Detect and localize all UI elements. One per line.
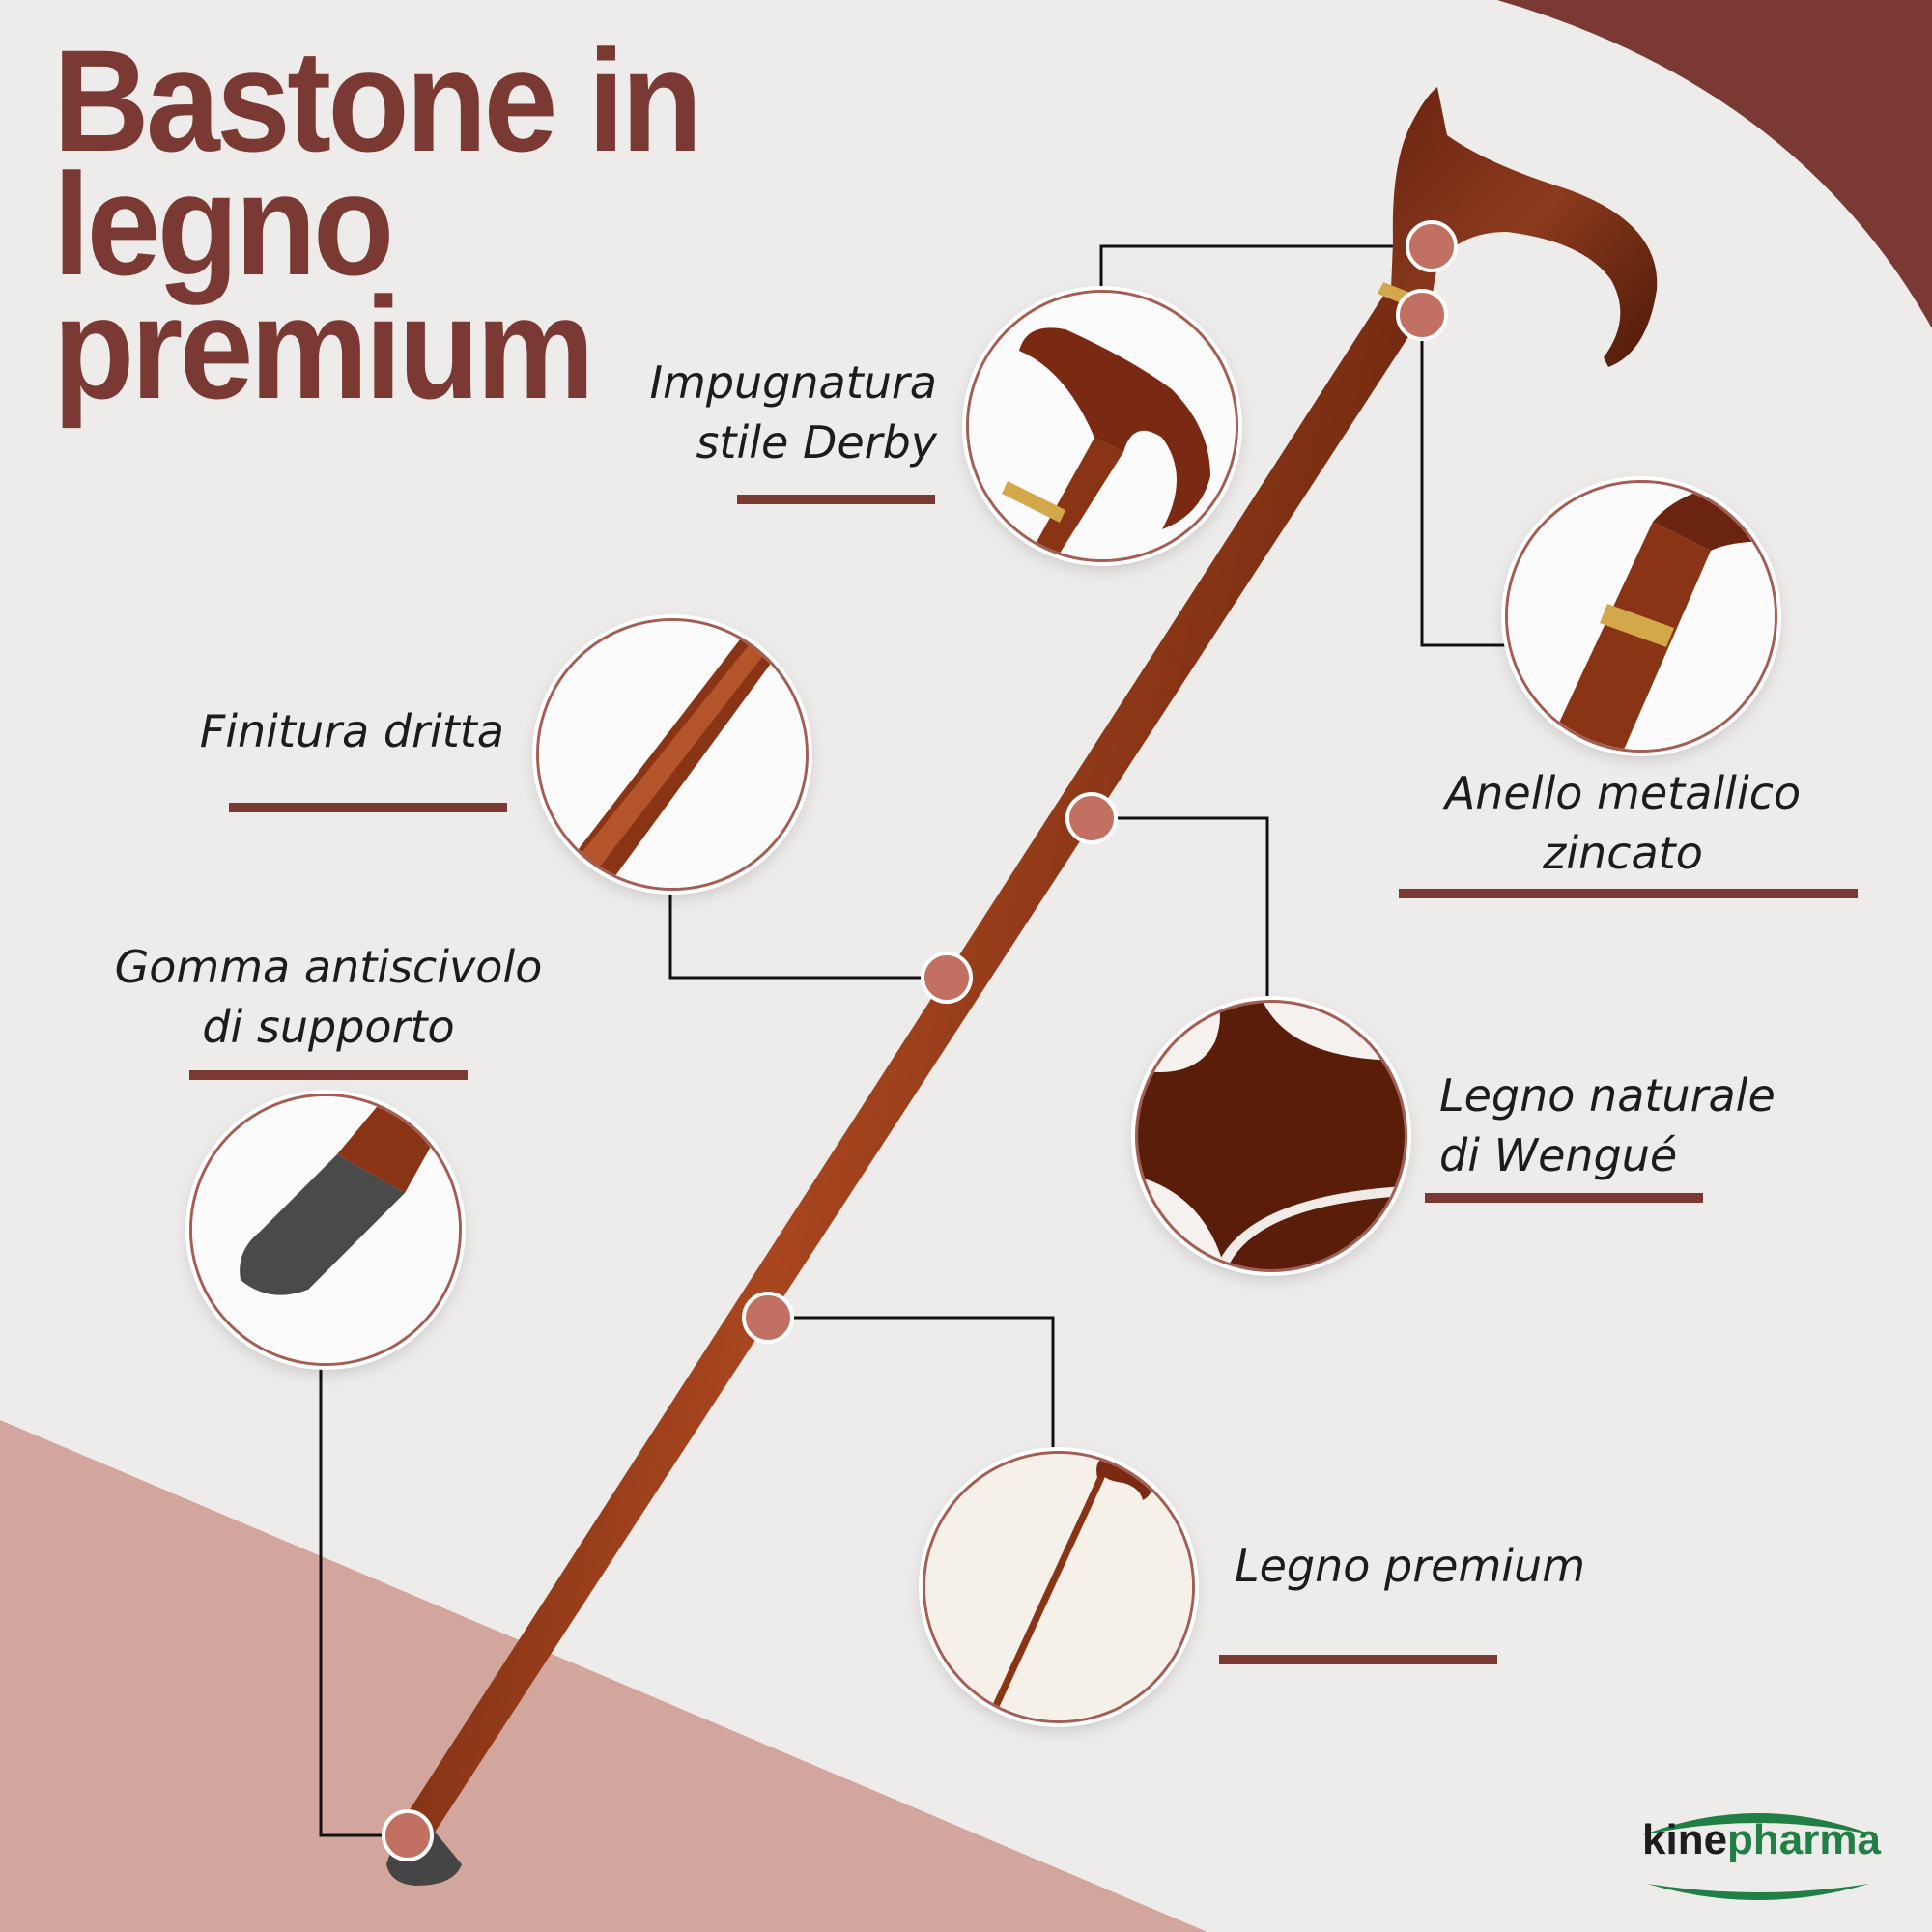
- label-gomma: Gomma antiscivolo di supporto: [92, 937, 565, 1057]
- title-line-2: legno: [53, 143, 394, 305]
- underline-legno-premium: [1219, 1655, 1497, 1664]
- label-anello-line-1: Anello metallico: [1444, 767, 1802, 819]
- zoom-ring: [1505, 480, 1777, 753]
- zoom-full-cane: [923, 1451, 1195, 1723]
- marker-dot-legno-naturale: [1065, 792, 1118, 844]
- marker-dot-finitura: [921, 952, 973, 1004]
- underline-anello: [1399, 889, 1858, 898]
- brand-logo-pharma: pharma: [1727, 1816, 1881, 1863]
- label-legno-premium: Legno premium: [1235, 1536, 1585, 1596]
- cane-handle: [1391, 87, 1658, 367]
- marker-dot-anello: [1396, 289, 1448, 341]
- underline-legno-naturale: [1425, 1193, 1703, 1203]
- marker-dot-impugnatura: [1406, 220, 1458, 272]
- label-impugnatura: Impugnatura stile Derby: [649, 353, 937, 472]
- connector-finitura: [668, 889, 947, 980]
- bottom-left-band: [0, 1420, 1208, 1932]
- label-finitura-line-1: Finitura dritta: [199, 705, 504, 757]
- brand-logo-kine: kine: [1642, 1816, 1728, 1863]
- marker-dot-legno-premium: [742, 1292, 794, 1344]
- label-gomma-line-1: Gomma antiscivolo: [114, 941, 543, 993]
- marker-dot-gomma: [382, 1809, 434, 1861]
- page-title: Bastone in legno premium: [53, 19, 702, 429]
- title-line-1: Bastone in: [53, 19, 702, 182]
- label-legno-premium-line-1: Legno premium: [1235, 1540, 1586, 1592]
- label-finitura: Finitura dritta: [200, 701, 504, 761]
- zoom-finish: [536, 618, 809, 891]
- connector-impugnatura-drop: [1099, 244, 1432, 290]
- label-anello-line-2: zincato: [1543, 827, 1703, 879]
- label-legno-naturale: Legno naturale di Wengué: [1439, 1065, 1776, 1185]
- underline-impugnatura: [737, 495, 935, 504]
- brand-swoosh-icon: [1642, 1813, 1874, 1900]
- zoom-rubber-tip: [189, 1094, 462, 1366]
- connector-gomma: [319, 1364, 408, 1837]
- label-impugnatura-line-2: stile Derby: [696, 416, 937, 469]
- underline-gomma: [189, 1070, 468, 1080]
- connector-anello: [1420, 315, 1505, 647]
- connector-legno-naturale: [1092, 816, 1269, 1000]
- label-gomma-line-2: di supporto: [202, 1001, 455, 1053]
- underline-finitura: [229, 803, 507, 812]
- label-legno-naturale-line-1: Legno naturale: [1439, 1069, 1776, 1122]
- zoom-wood: [1135, 1000, 1407, 1272]
- label-legno-naturale-line-2: di Wengué: [1439, 1129, 1678, 1181]
- zoom-handle: [966, 290, 1238, 562]
- brand-logo: kinepharma: [1642, 1816, 1881, 1864]
- title-line-3: premium: [53, 267, 595, 429]
- label-anello: Anello metallico zincato: [1396, 763, 1850, 883]
- connector-legno-premium: [768, 1316, 1055, 1451]
- top-right-corner-shape: [1497, 0, 1932, 328]
- cane-shaft: [402, 290, 1428, 1835]
- label-impugnatura-line-1: Impugnatura: [649, 356, 937, 409]
